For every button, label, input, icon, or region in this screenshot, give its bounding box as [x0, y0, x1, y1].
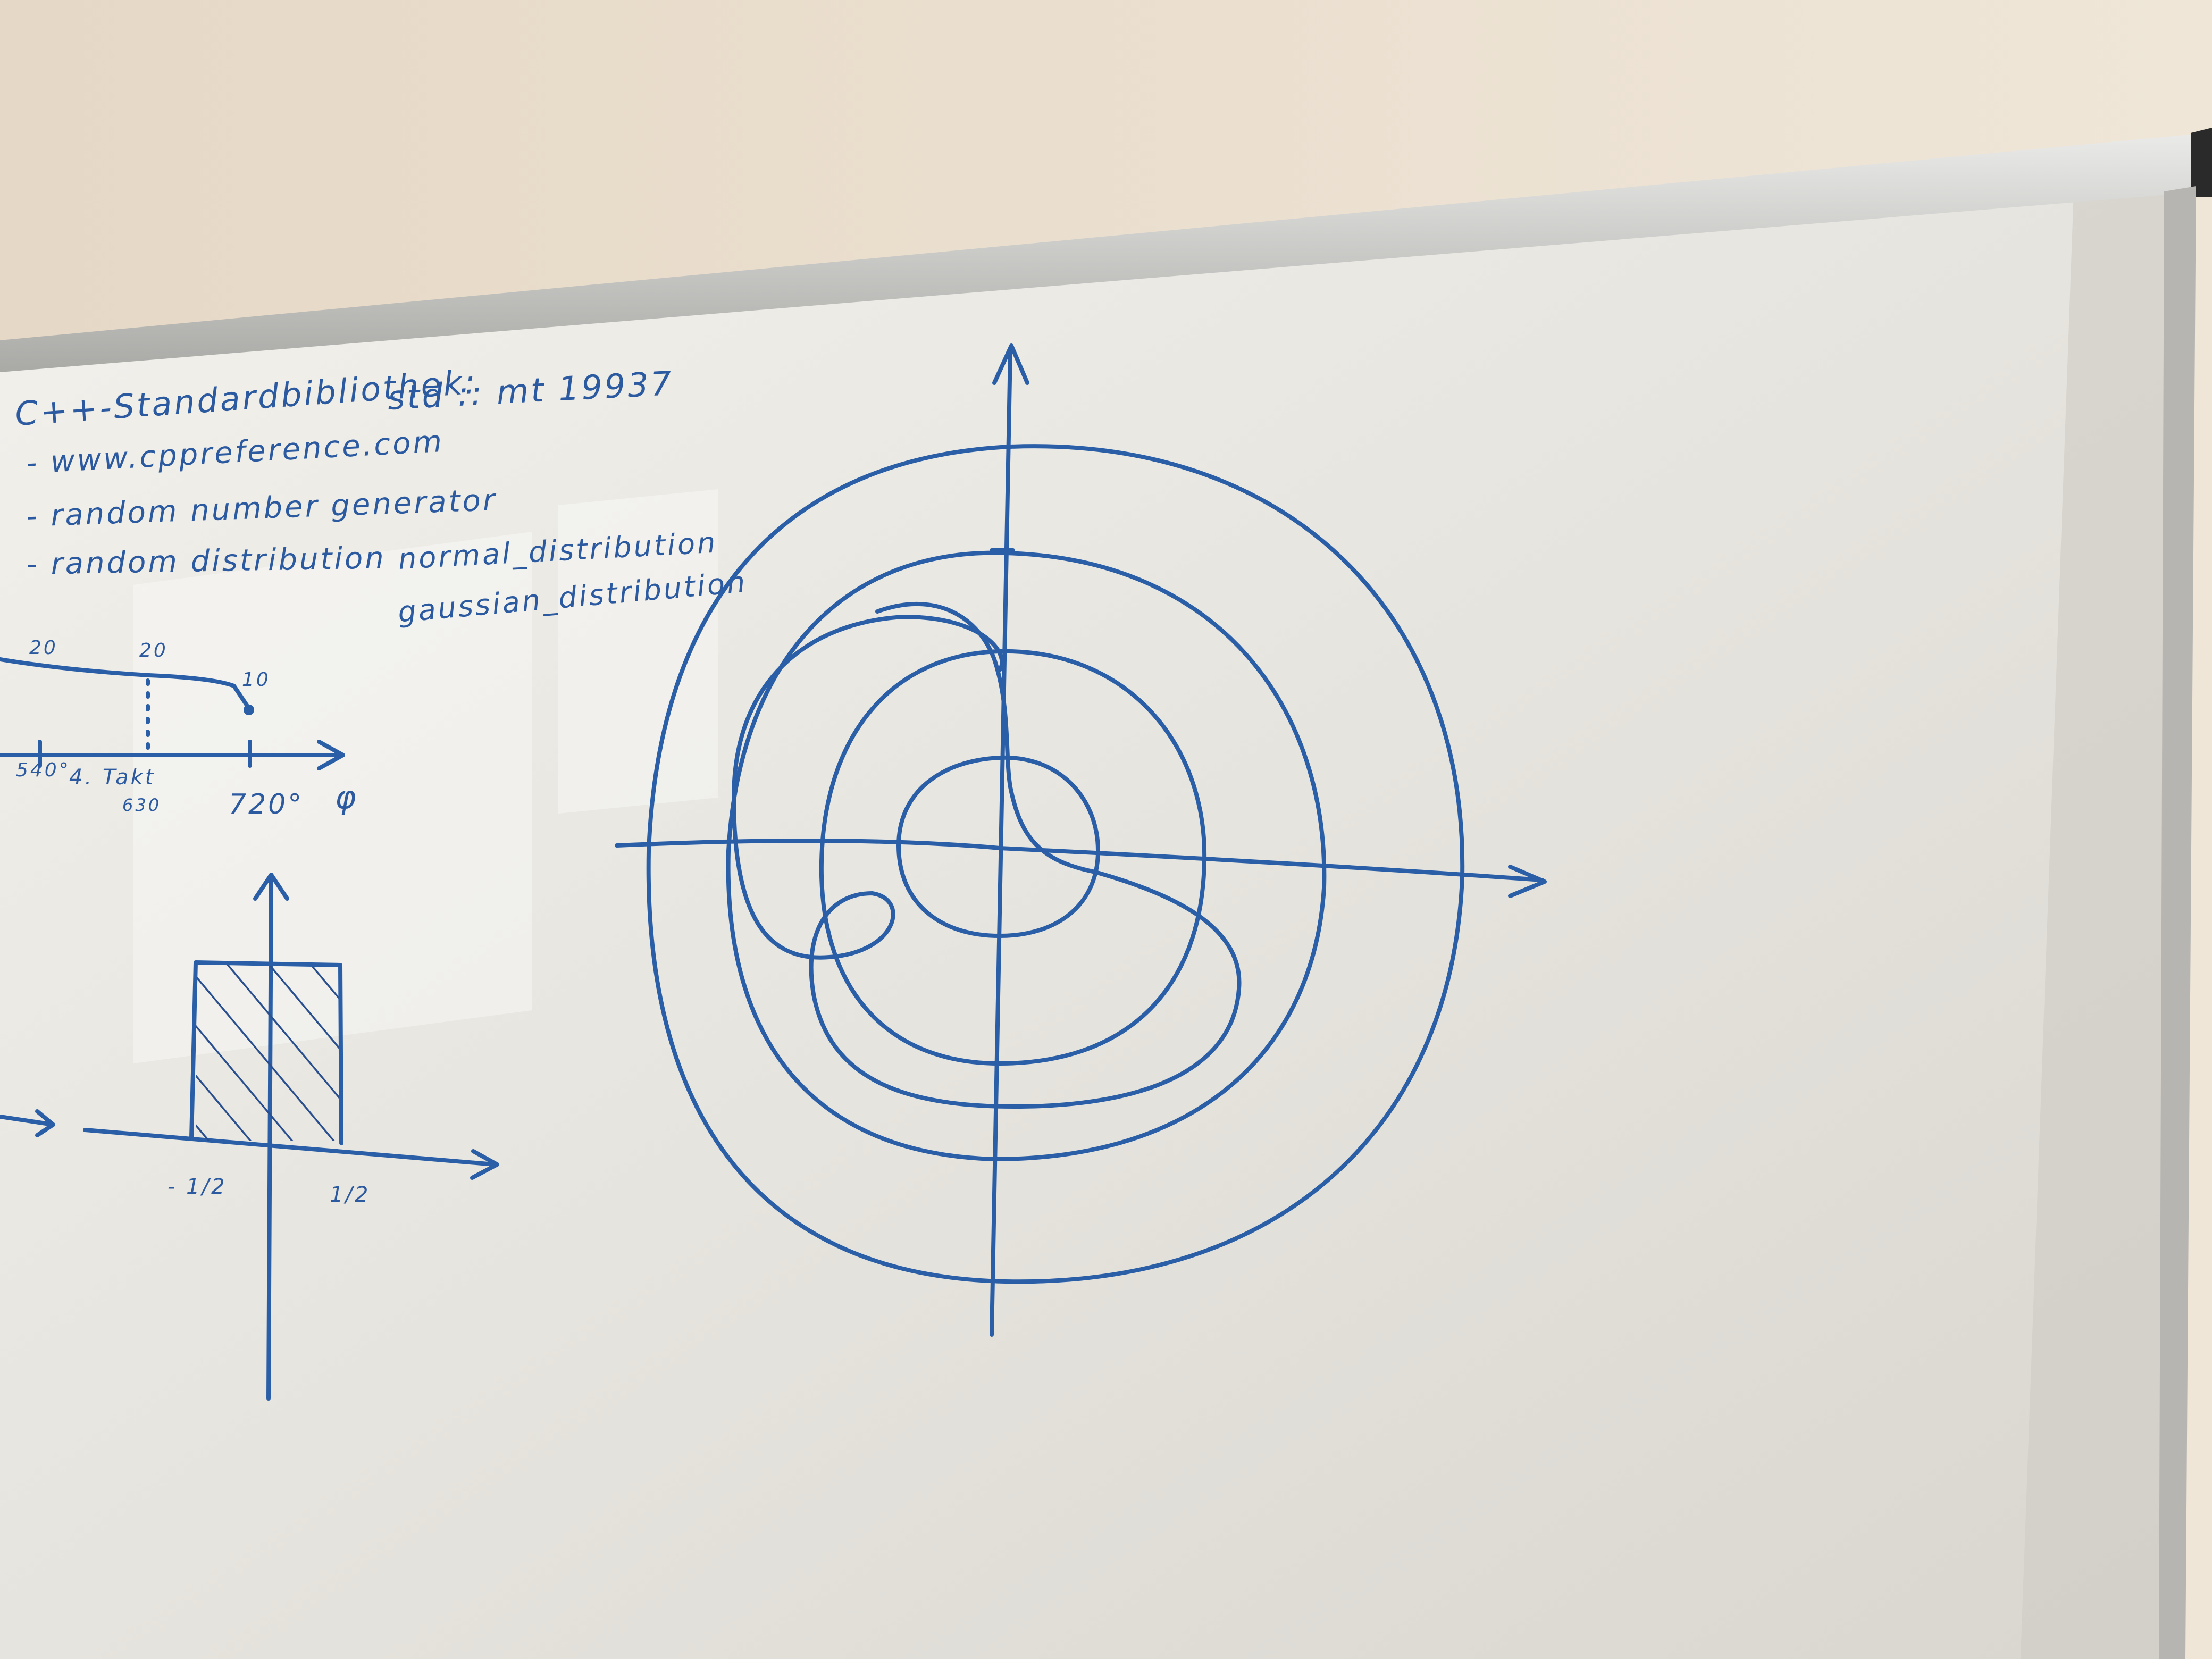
whiteboard-frame-right: [2159, 186, 2196, 1659]
phase-value-3: 10: [242, 669, 271, 691]
random-walk-path: [732, 602, 1242, 1109]
phase-value-1: 20: [29, 637, 58, 659]
phase-curve: [0, 657, 252, 712]
phase-value-2: 20: [139, 640, 168, 661]
phase-tick-label-takt: 4. Takt: [69, 765, 155, 790]
phase-x-axis: [0, 740, 345, 770]
inner-circle: [819, 649, 1207, 1066]
board-shadow: [2021, 181, 2196, 1659]
phase-tick-label-720: 720°: [229, 789, 304, 820]
uniform-right-bound: 1/2: [330, 1183, 370, 1207]
uniform-left-bound: - 1/2: [167, 1175, 227, 1199]
frame-end-cap: [2191, 128, 2212, 197]
uniform-x-axis: [83, 1128, 499, 1180]
phase-point: [244, 705, 254, 715]
middle-circle: [726, 550, 1327, 1161]
whiteboard-frame-top: [0, 133, 2207, 372]
diagram-y-axis: [990, 343, 1029, 1337]
uniform-rectangle: [189, 960, 343, 1145]
uniform-hatched-area: [196, 962, 339, 1141]
innermost-circle: [896, 755, 1100, 938]
note-item-3: - random distribution: [26, 541, 386, 582]
uniform-distribution-graph: - 1/2 1/2: [0, 873, 499, 1401]
left-arrow-fragment: [0, 1109, 55, 1137]
phase-axis-symbol: φ: [335, 779, 358, 816]
diagram-x-axis: [615, 839, 1547, 898]
whiteboard-surface: [0, 181, 2196, 1659]
phase-graph: 20 20 10 540° 4. Takt 630 720° φ: [0, 637, 358, 820]
random-walk-diagram: [615, 343, 1547, 1337]
outer-circle: [646, 444, 1465, 1284]
phase-tick-label-630: 630: [122, 795, 161, 815]
light-reflection: [133, 489, 718, 1063]
phase-tick-label-540: 540°: [16, 759, 71, 781]
